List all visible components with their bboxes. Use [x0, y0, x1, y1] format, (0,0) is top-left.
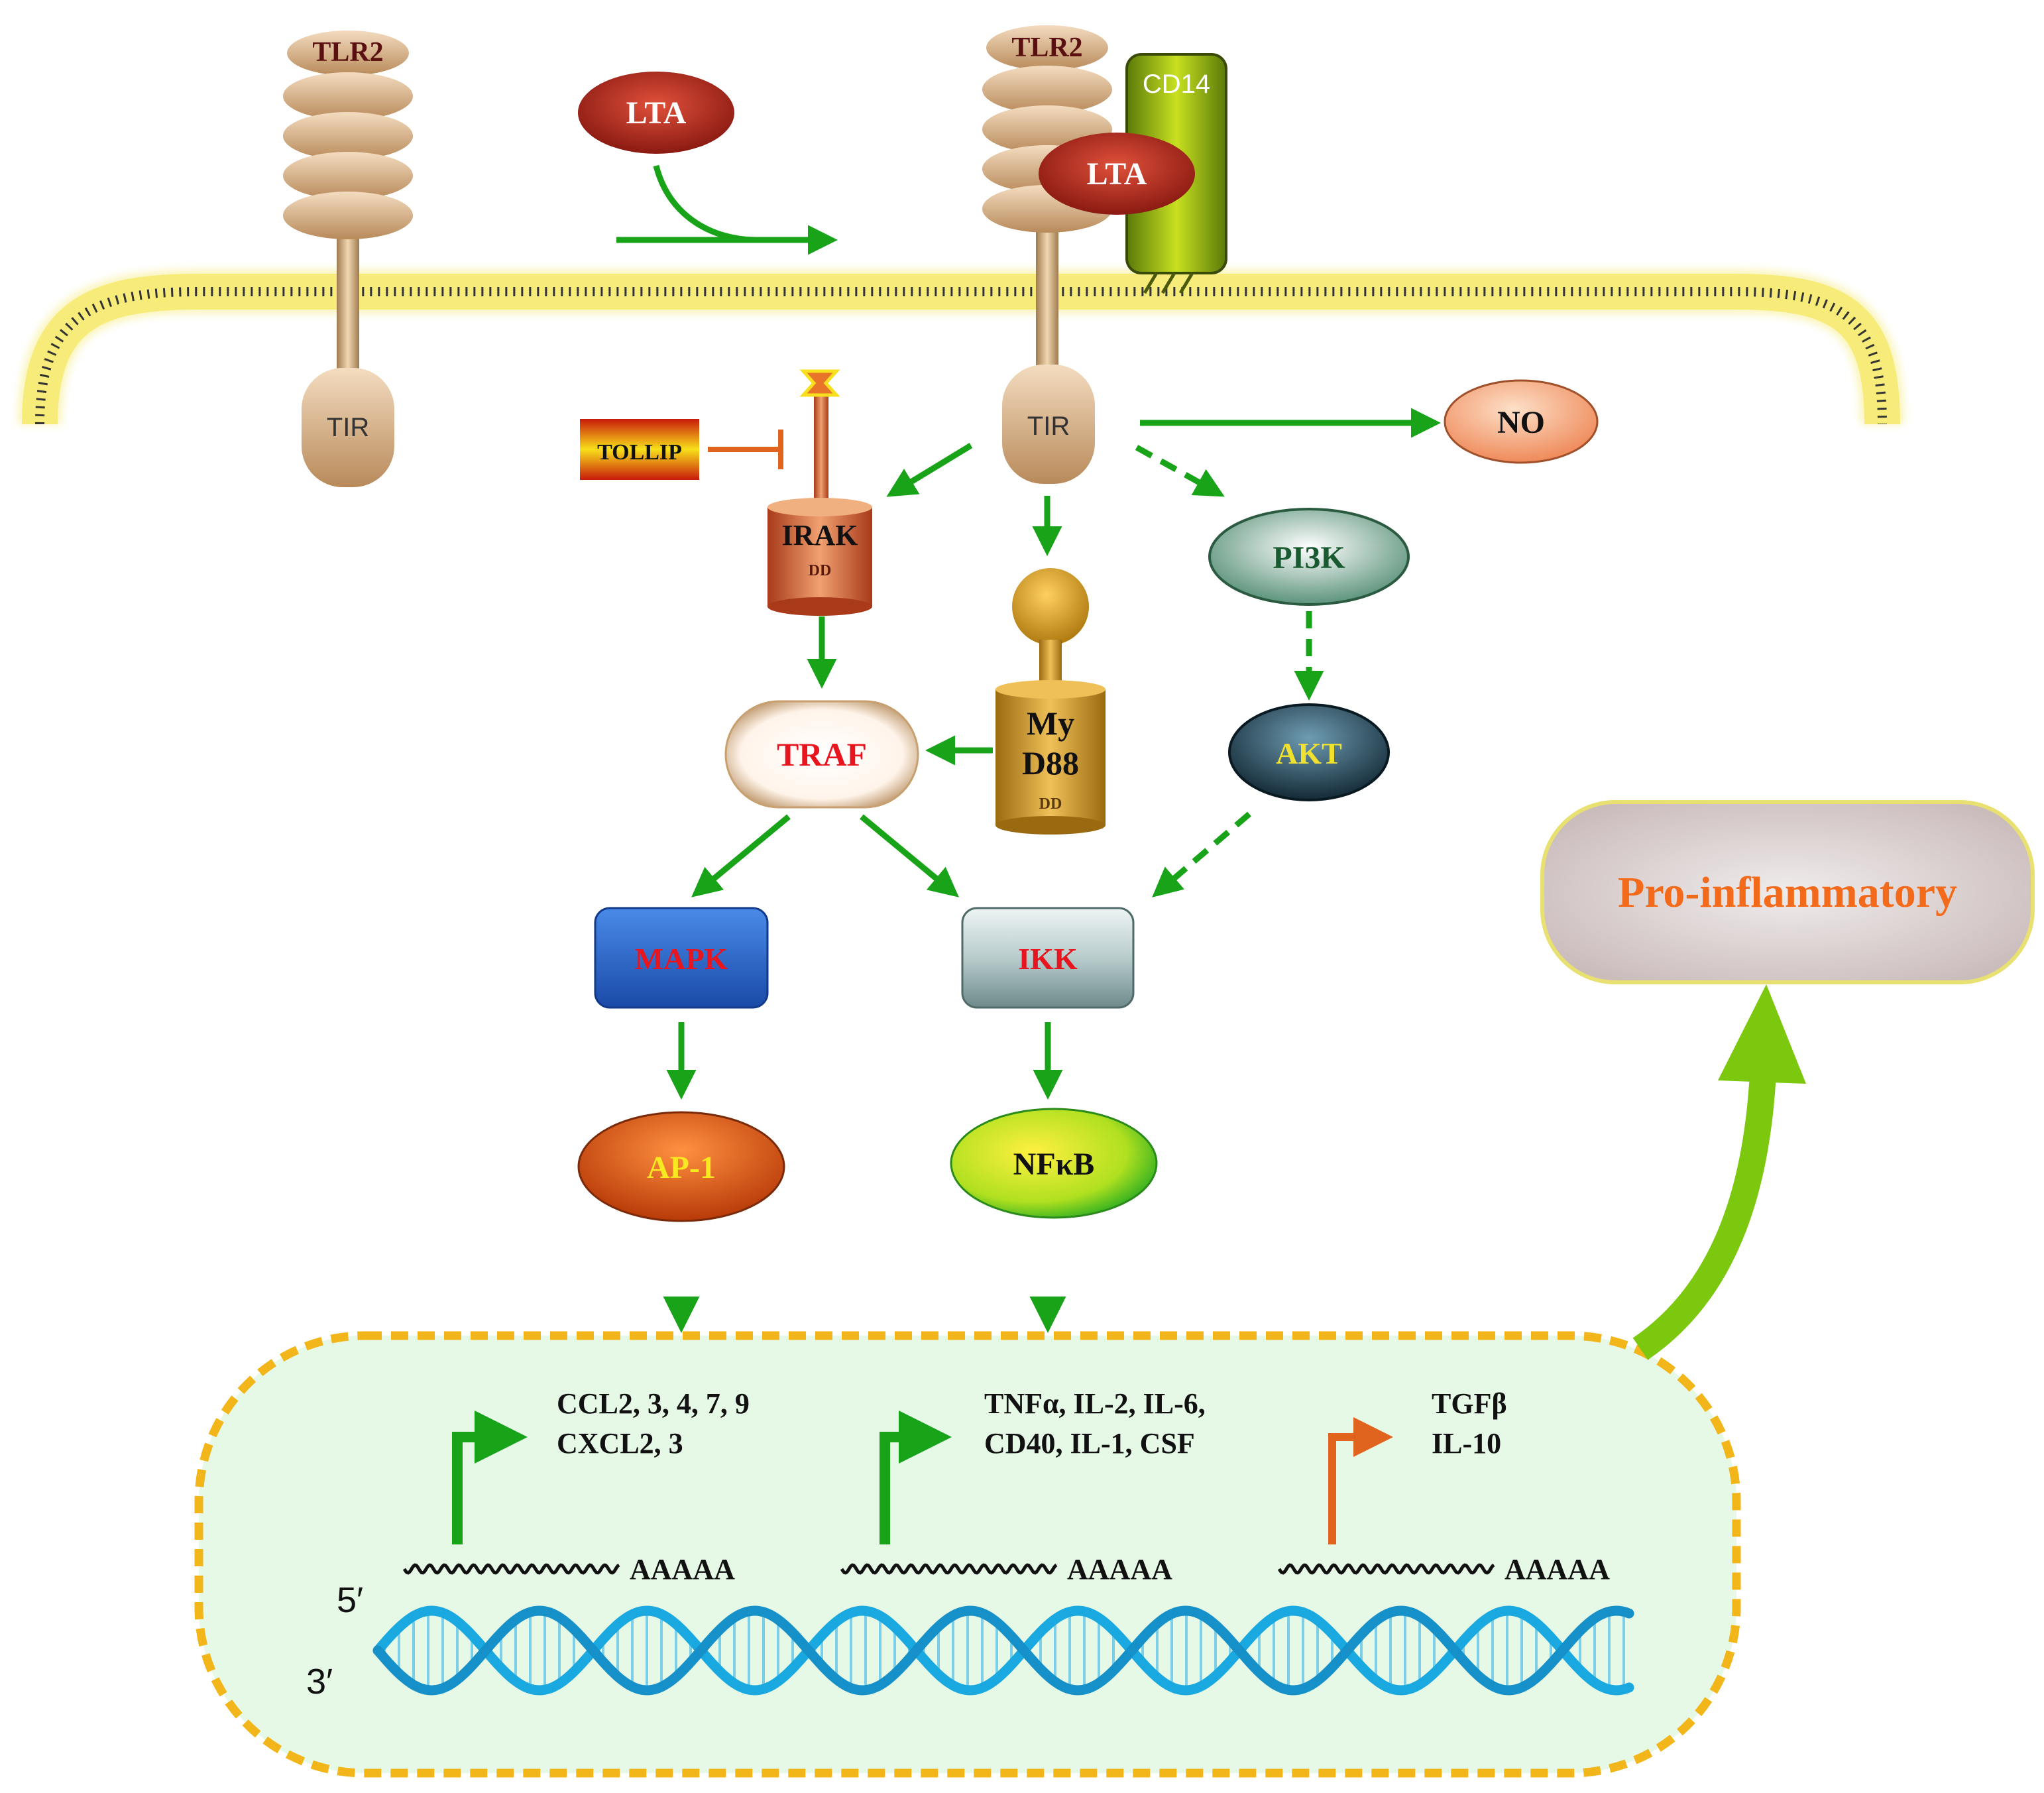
- myd88-label-line2: D88: [1022, 744, 1079, 781]
- gene-labels: CCL2, 3, 4, 7, 9 CXCL2, 3 TNFα, IL-2, IL…: [557, 1387, 1507, 1460]
- lta-binding-arrow: [653, 164, 756, 243]
- tollip-node: TOLLIP: [580, 419, 699, 480]
- pathway-arrows: [663, 443, 1324, 1333]
- ikk-node: IKK: [961, 907, 1135, 1009]
- ap1-label: AP-1: [647, 1150, 716, 1185]
- tlr2-right-label: TLR2: [1011, 32, 1082, 63]
- pro-inflammatory-label: Pro-inflammatory: [1618, 868, 1957, 917]
- pi3k-label: PI3K: [1273, 540, 1345, 575]
- dna-strand-a: [372, 1605, 1634, 1696]
- pro-inflammatory-box: Pro-inflammatory: [1540, 800, 2035, 984]
- tlr2-left-label: TLR2: [312, 37, 383, 68]
- dna-double-helix: 5′ 3′: [306, 1580, 1634, 1702]
- myd88-node: My D88 DD: [995, 568, 1106, 835]
- polya-tail-3: AAAAA: [1505, 1553, 1610, 1586]
- lta-bound-label: LTA: [1087, 156, 1147, 192]
- arrow-akt-to-ikk: [1152, 811, 1251, 897]
- arrow-traf-to-ikk: [860, 814, 959, 897]
- myd88-dd-label: DD: [1039, 795, 1062, 813]
- three-prime-label: 3′: [306, 1662, 333, 1702]
- cd14-label: CD14: [1143, 70, 1210, 99]
- transcription-arrows: [452, 1411, 1393, 1544]
- gene-group2-line1: TNFα, IL-2, IL-6,: [984, 1387, 1206, 1420]
- gene-group3-line2: IL-10: [1432, 1427, 1501, 1460]
- lta-free-label: LTA: [626, 95, 687, 131]
- tir-right-label: TIR: [1027, 412, 1070, 441]
- transcription-arrow-3: [1328, 1417, 1393, 1544]
- mapk-node: MAPK: [594, 907, 769, 1009]
- five-prime-label: 5′: [337, 1580, 363, 1620]
- pi3k-node: PI3K: [1208, 508, 1410, 606]
- tlr2-receptor-left: TLR2 TIR: [283, 30, 413, 487]
- arrow-tir-to-pi3k: [1135, 445, 1225, 497]
- big-upward-arrowhead: [1718, 984, 1806, 1084]
- gene-group1-line1: CCL2, 3, 4, 7, 9: [557, 1387, 750, 1420]
- ikk-label: IKK: [1018, 942, 1078, 976]
- gene-group3-line1: TGFβ: [1432, 1387, 1507, 1420]
- dna-strand-b: [372, 1605, 1634, 1696]
- gene-group1-line2: CXCL2, 3: [557, 1427, 683, 1460]
- tlr2-receptor-right: TLR2 TIR: [982, 25, 1112, 484]
- no-node: NO: [1444, 379, 1599, 464]
- myd88-label-line1: My: [1027, 705, 1074, 742]
- lta-bound: LTA: [1039, 133, 1195, 215]
- mapk-label: MAPK: [635, 942, 728, 976]
- transcription-arrow-1: [452, 1411, 528, 1544]
- tollip-label: TOLLIP: [597, 440, 682, 465]
- mrna-strands: AAAAA AAAAA AAAAA: [402, 1553, 1610, 1586]
- ap1-node: AP-1: [577, 1111, 785, 1222]
- mrna-strand-3: [1277, 1563, 1495, 1575]
- arrow-traf-to-mapk: [691, 814, 791, 897]
- tir-left-label: TIR: [327, 413, 369, 442]
- cell-membrane: [18, 270, 1904, 425]
- traf-label: TRAF: [777, 736, 867, 773]
- big-upward-arrow: [1632, 1072, 1776, 1360]
- mrna-strand-1: [402, 1563, 620, 1575]
- gene-group2-line2: CD40, IL-1, CSF: [984, 1427, 1195, 1460]
- nfkb-node: NFκB: [950, 1108, 1158, 1219]
- traf-node: TRAF: [724, 700, 919, 809]
- lta-free: LTA: [578, 72, 734, 154]
- irak-node: IRAK DD: [767, 369, 872, 616]
- irak-dd-label: DD: [809, 562, 832, 579]
- irak-label: IRAK: [782, 519, 858, 551]
- transcription-arrow-2: [880, 1411, 952, 1544]
- polya-tail-1: AAAAA: [630, 1553, 735, 1586]
- mrna-strand-2: [840, 1563, 1058, 1575]
- polya-tail-2: AAAAA: [1067, 1553, 1172, 1586]
- nfkb-label: NFκB: [1013, 1147, 1095, 1182]
- akt-node: AKT: [1228, 703, 1390, 801]
- arrow-tir-to-irak: [886, 443, 973, 497]
- no-label: NO: [1497, 405, 1545, 440]
- akt-label: AKT: [1276, 736, 1342, 770]
